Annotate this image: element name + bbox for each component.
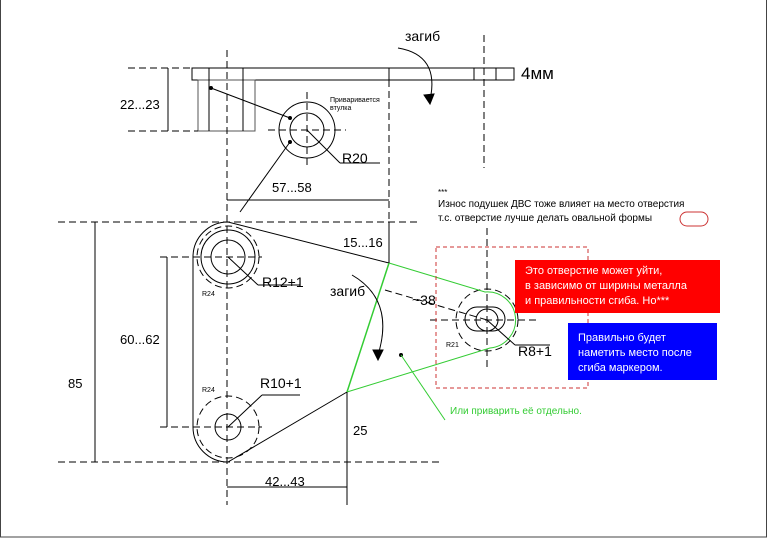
red-warning-box: Это отверстие может уйти,в зависимо от ш… — [515, 260, 720, 313]
r8-label: R8+1 — [518, 343, 552, 359]
r20-label: R20 — [342, 150, 368, 166]
dim-57-58: 57...58 — [272, 180, 312, 195]
r10-label: R10+1 — [260, 375, 302, 391]
bushing-outer — [278, 101, 336, 159]
dim-38: ~38 — [412, 292, 436, 308]
note-text: Износ подушек ДВС тоже влияет на место о… — [438, 199, 685, 224]
r12-label: R12+1 — [262, 274, 304, 290]
dim-22-23: 22...23 — [120, 97, 160, 112]
r24-bottom-label: R24 — [202, 387, 215, 394]
r24-top-label: R24 — [202, 291, 215, 298]
hole-side-view — [473, 67, 497, 81]
bend-label-mid: загиб — [330, 283, 366, 299]
dim-85: 85 — [68, 376, 83, 391]
dim-60-62: 60...62 — [120, 332, 160, 347]
dim-15-16: 15...16 — [343, 235, 383, 250]
bend-label-top: загиб — [405, 28, 441, 44]
bushing-inner — [289, 112, 325, 148]
bend-line — [346, 262, 390, 393]
part-outline — [192, 257, 348, 463]
r21-label: R21 — [446, 342, 459, 349]
oval-shape-icon — [679, 211, 709, 227]
note-stars: *** — [438, 188, 448, 197]
thickness-label: 4мм — [521, 64, 554, 83]
dim-25: 25 — [353, 423, 368, 438]
plate-side-view — [191, 67, 515, 81]
tab-outline-green — [346, 262, 517, 393]
weld-note: Или приварить её отдельно. — [450, 406, 582, 417]
dim-42-43: 42...43 — [265, 474, 305, 489]
